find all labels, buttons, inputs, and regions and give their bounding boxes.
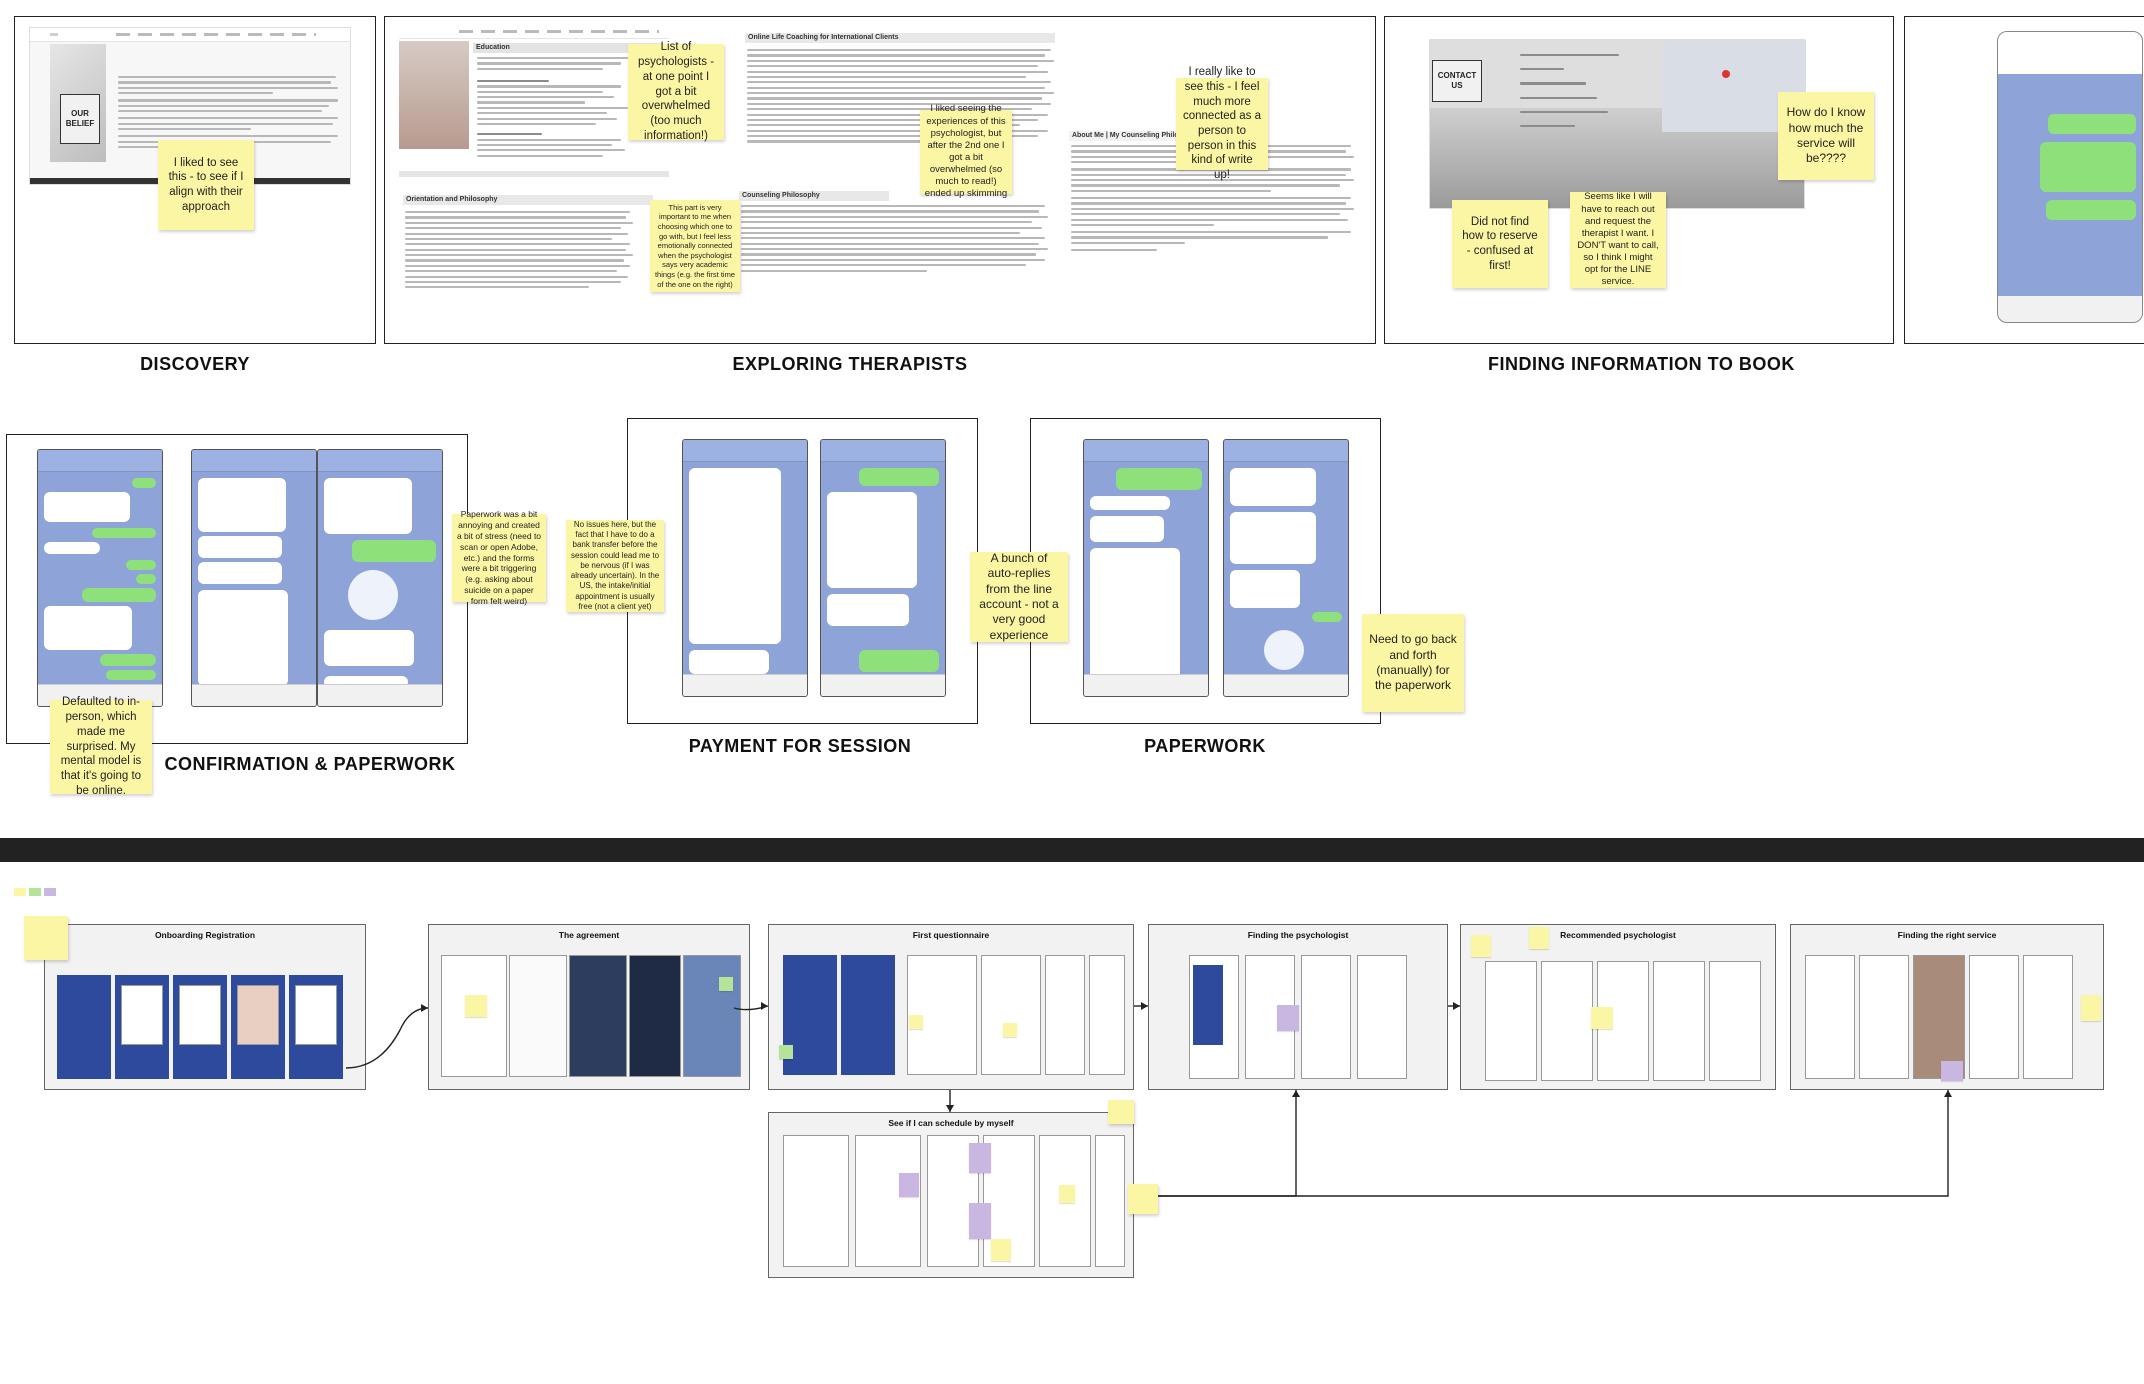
flow-frame-questionnaire[interactable]: First questionnaire <box>768 924 1134 1090</box>
legend-chip-green <box>29 888 41 896</box>
sticky-note[interactable]: List of psychologists - at one point I g… <box>628 44 724 140</box>
section-label-paperwork: PAPERWORK <box>1110 736 1300 757</box>
section-label-exploring: EXPLORING THERAPISTS <box>720 354 980 375</box>
chat-phone <box>820 439 946 697</box>
chat-phone <box>37 449 163 707</box>
sticky-note[interactable]: I really like to see this - I feel much … <box>1176 78 1268 170</box>
flow-title: First questionnaire <box>769 930 1133 940</box>
sticky-note[interactable]: I liked seeing the experiences of this p… <box>920 110 1012 194</box>
payment-frame[interactable] <box>627 418 978 724</box>
flow-frame-finding[interactable]: Finding the psychologist <box>1148 924 1448 1090</box>
sticky-note[interactable]: Defaulted to in-person, which made me su… <box>50 700 152 794</box>
legend-chip-purple <box>44 888 56 896</box>
line-chat-phone <box>1384 17 1385 18</box>
sticky-note[interactable]: This part is very important to me when c… <box>650 200 740 292</box>
flow-frame-recommended[interactable]: Recommended psychologist <box>1460 924 1776 1090</box>
paperwork-frame[interactable] <box>1030 418 1381 724</box>
chat-phone <box>191 449 317 707</box>
chat-phone <box>682 439 808 697</box>
sticky-note[interactable]: Paperwork was a bit annoying and created… <box>452 514 546 602</box>
our-belief-box: OUR BELIEF <box>60 94 100 144</box>
flow-title: See if I can schedule by myself <box>769 1118 1133 1128</box>
flow-title: The agreement <box>429 930 749 940</box>
flow-title: Recommended psychologist <box>1461 930 1775 940</box>
sticky-note[interactable] <box>1128 1184 1158 1214</box>
sticky-note[interactable]: I liked to see this - to see if I align … <box>158 140 254 230</box>
sticky-note[interactable]: Did not find how to reserve - confused a… <box>1452 200 1548 288</box>
section-label-finding-info: FINDING INFORMATION TO BOOK <box>1488 354 1788 375</box>
sticky-note[interactable] <box>24 916 68 960</box>
therapist-photo <box>399 41 469 149</box>
sticky-note[interactable]: Need to go back and forth (manually) for… <box>1362 614 1464 712</box>
contact-us-box: CONTACT US <box>1432 60 1482 102</box>
finding-info-frame[interactable]: CONTACT US <box>1384 16 1894 344</box>
flow-title: Onboarding Registration <box>45 930 365 940</box>
cut-off-frame[interactable] <box>1904 16 2144 344</box>
orientation-heading: Orientation and Philosophy <box>403 195 653 205</box>
flow-frame-agreement[interactable]: The agreement <box>428 924 750 1090</box>
flow-frame-schedule[interactable]: See if I can schedule by myself <box>768 1112 1134 1278</box>
flow-title: Finding the right service <box>1791 930 2103 940</box>
sticky-note[interactable]: How do I know how much the service will … <box>1778 92 1874 180</box>
chat-phone <box>317 449 443 707</box>
about-me-heading: About Me | My Counseling Philosophy <box>1069 131 1181 141</box>
profile-band <box>399 171 669 177</box>
sticky-note[interactable] <box>1108 1100 1134 1124</box>
legend-chip-yellow <box>14 888 26 896</box>
sticky-note[interactable]: No issues here, but the fact that I have… <box>566 520 664 612</box>
counseling-text <box>741 205 1051 275</box>
online-coaching-heading: Online Life Coaching for International C… <box>745 33 1055 43</box>
sticky-note[interactable]: A bunch of auto-replies from the line ac… <box>970 552 1068 642</box>
contact-details <box>1520 54 1630 130</box>
chat-phone <box>1223 439 1349 697</box>
section-divider <box>0 838 2144 862</box>
sticky-note[interactable]: Seems like I will have to reach out and … <box>1570 192 1666 288</box>
section-label-confirmation: CONFIRMATION & PAPERWORK <box>164 754 456 775</box>
line-chat-phone <box>1997 31 2143 323</box>
section-label-payment: PAYMENT FOR SESSION <box>680 736 920 757</box>
flow-frame-onboarding[interactable]: Onboarding Registration <box>44 924 366 1090</box>
orientation-text <box>405 211 635 292</box>
site-navbar <box>30 28 350 42</box>
counseling-philosophy-heading: Counseling Philosophy <box>739 191 889 201</box>
section-label-discovery: DISCOVERY <box>100 354 290 375</box>
chat-phone <box>1083 439 1209 697</box>
flow-title: Finding the psychologist <box>1149 930 1447 940</box>
contact-page-mock: CONTACT US <box>1429 39 1805 209</box>
profile-navbar <box>399 25 669 39</box>
flow-frame-service[interactable]: Finding the right service <box>1790 924 2104 1090</box>
